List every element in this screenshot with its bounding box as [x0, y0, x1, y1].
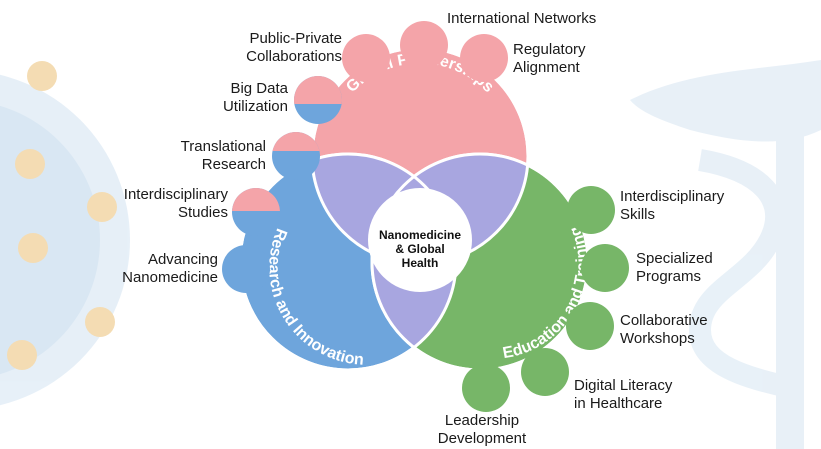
label-specialized: Specialized Programs	[636, 250, 713, 286]
label-collaborative: Collaborative Workshops	[620, 312, 708, 348]
regulatory-dot	[460, 34, 508, 82]
label-public-private-line2: Collaborations	[246, 48, 342, 65]
advancing-dot	[222, 245, 270, 293]
label-collaborative-line2: Workshops	[620, 330, 695, 347]
collaborative-dot	[566, 302, 614, 350]
background-nanoparticle	[0, 61, 130, 406]
label-interdisciplinary-skills-line2: Skills	[620, 206, 656, 223]
label-international: International Networks	[447, 10, 596, 28]
leadership-dot	[462, 364, 510, 412]
label-interdisciplinary-studies-line2: Studies	[177, 204, 228, 221]
center-title: Nanomedicine & Global Health	[360, 228, 480, 270]
label-specialized-line2: Programs	[636, 268, 702, 285]
label-international-line1: International Networks	[447, 10, 597, 27]
label-big-data: Big Data Utilization	[190, 80, 288, 116]
label-leadership-line1: Leadership	[444, 412, 520, 429]
background-caduceus	[630, 60, 821, 449]
label-interdisciplinary-studies: Interdisciplinary Studies	[100, 186, 228, 222]
label-regulatory-line1: Regulatory	[513, 41, 586, 58]
label-interdisciplinary-studies-line1: Interdisciplinary	[123, 186, 228, 203]
label-big-data-line2: Utilization	[222, 98, 288, 115]
label-interdisciplinary-skills: Interdisciplinary Skills	[620, 188, 724, 224]
label-advancing: Advancing Nanomedicine	[100, 251, 218, 287]
label-digital-line2: in Healthcare	[574, 395, 663, 412]
label-translational: Translational Research	[150, 138, 266, 174]
international-dot	[400, 21, 448, 69]
label-leadership-line2: Development	[437, 430, 527, 447]
label-regulatory-line2: Alignment	[513, 59, 580, 76]
label-public-private: Public-Private Collaborations	[220, 30, 342, 66]
digital-dot	[521, 348, 569, 396]
label-leadership: Leadership Development	[420, 412, 544, 448]
label-big-data-line1: Big Data	[230, 80, 288, 97]
label-specialized-line1: Specialized	[636, 250, 713, 267]
label-digital-line1: Digital Literacy	[574, 377, 673, 394]
label-public-private-line1: Public-Private	[249, 30, 342, 47]
public-private-dot	[342, 34, 390, 82]
center-title-line2: & Global	[395, 242, 445, 256]
label-interdisciplinary-skills-line1: Interdisciplinary	[620, 188, 725, 205]
interdisciplinary-studies-dot	[232, 188, 280, 236]
label-advancing-line2: Nanomedicine	[122, 269, 218, 286]
center-title-line3: Health	[401, 256, 439, 270]
label-translational-line2: Research	[201, 156, 266, 173]
label-digital: Digital Literacy in Healthcare	[574, 377, 672, 413]
center-title-line1: Nanomedicine	[378, 228, 462, 242]
label-regulatory: Regulatory Alignment	[513, 41, 586, 77]
interdisciplinary-skills-dot	[567, 186, 615, 234]
label-advancing-line1: Advancing	[147, 251, 218, 268]
label-collaborative-line1: Collaborative	[620, 312, 708, 329]
translational-dot	[272, 132, 320, 180]
big-data-dot	[294, 76, 342, 124]
center-hub	[368, 188, 472, 292]
label-translational-line1: Translational	[180, 138, 266, 155]
specialized-dot	[581, 244, 629, 292]
